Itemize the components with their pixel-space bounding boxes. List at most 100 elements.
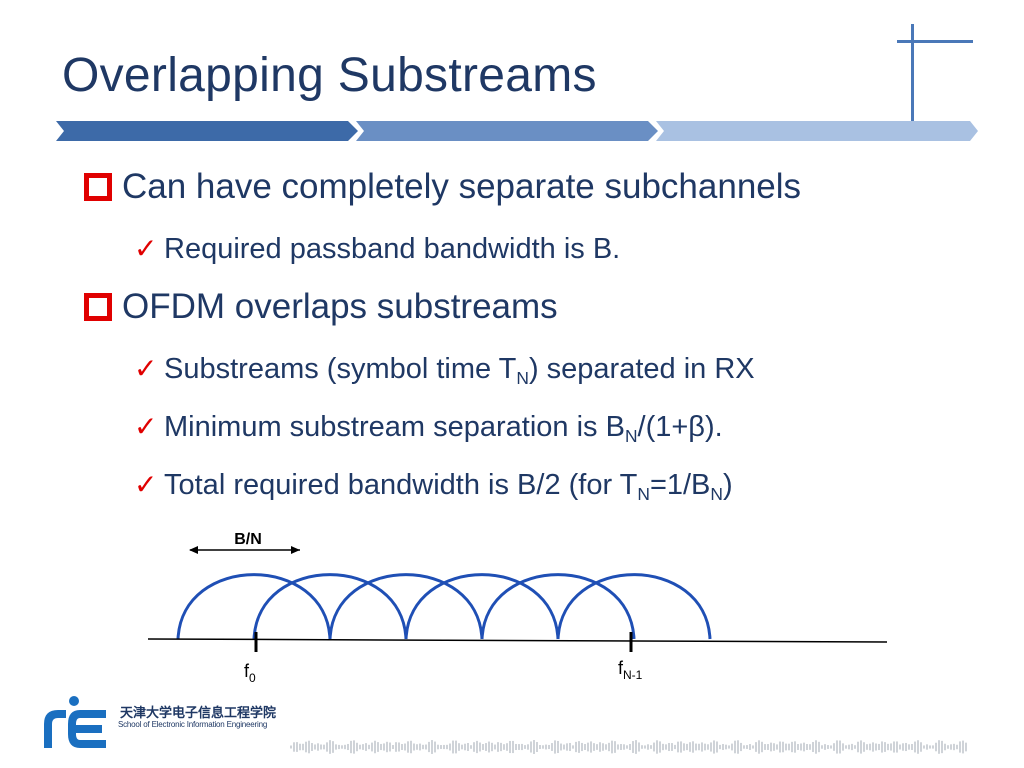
bullet-item-2: OFDM overlaps substreams <box>84 282 984 344</box>
wave-bar <box>290 745 292 749</box>
wave-bar <box>767 744 769 750</box>
wave-bar <box>854 745 856 749</box>
wave-bar <box>587 742 589 752</box>
wave-bar <box>554 740 556 754</box>
square-bullet-icon <box>84 293 112 321</box>
school-name-chinese: 天津大学电子信息工程学院 <box>120 706 277 721</box>
wave-bar <box>659 741 661 753</box>
wave-bar <box>947 745 949 749</box>
wave-bar <box>644 745 646 749</box>
wave-bar <box>881 741 883 753</box>
wave-bar <box>758 740 760 754</box>
wave-bar <box>656 740 658 754</box>
wave-bar <box>704 743 706 751</box>
wave-bar <box>356 742 358 752</box>
wave-bar <box>545 744 547 750</box>
wave-bar <box>461 744 463 750</box>
wave-bar <box>491 742 493 752</box>
wave-bar <box>959 741 961 753</box>
wave-bar <box>620 743 622 751</box>
wave-bar <box>950 744 952 750</box>
wave-bar <box>485 743 487 751</box>
wave-bar <box>800 743 802 751</box>
wave-bar <box>362 744 364 750</box>
wave-bar <box>530 741 532 753</box>
wave-bar <box>428 741 430 753</box>
wave-bar <box>845 745 847 749</box>
wave-bar <box>536 741 538 753</box>
wave-bar <box>470 745 472 749</box>
wave-bar <box>806 744 808 750</box>
wave-bar <box>863 742 865 752</box>
wave-bar <box>929 745 931 749</box>
wave-bar <box>746 745 748 749</box>
wave-bar <box>494 744 496 750</box>
wave-bar <box>857 741 859 753</box>
wave-bar <box>518 744 520 750</box>
wave-bar <box>602 743 604 751</box>
wave-bar <box>347 743 349 751</box>
wave-bar <box>635 740 637 754</box>
wave-bar <box>641 745 643 749</box>
wave-bar <box>944 743 946 751</box>
wave-bar <box>875 743 877 751</box>
wave-bar <box>785 743 787 751</box>
wave-bar <box>833 743 835 751</box>
wave-bar <box>674 744 676 750</box>
wave-bar <box>500 742 502 752</box>
decor-cross-vertical <box>911 24 914 128</box>
wave-bar <box>590 741 592 753</box>
wave-bar <box>578 741 580 753</box>
wave-bar <box>707 744 709 750</box>
wave-bar <box>911 744 913 750</box>
wave-bar <box>665 744 667 750</box>
wave-bar <box>821 745 823 749</box>
wave-bar <box>371 742 373 752</box>
wave-bar <box>443 744 445 750</box>
wave-bar <box>782 741 784 753</box>
subcarrier-arc <box>328 573 484 640</box>
wave-bar <box>476 740 478 754</box>
wave-bar <box>395 742 397 752</box>
wave-bar <box>719 744 721 750</box>
wave-bar <box>401 744 403 750</box>
wave-bar <box>557 740 559 754</box>
wave-bar <box>794 741 796 753</box>
chevron-segment-1 <box>56 121 358 141</box>
sub-bullet-text: Substreams (symbol time TN) separated in… <box>164 353 755 389</box>
wave-bar <box>464 743 466 751</box>
bullet-list: Can have completely separate subchannels… <box>84 162 984 518</box>
wave-bar <box>839 740 841 754</box>
wave-bar <box>365 743 367 751</box>
wave-bar <box>692 741 694 753</box>
wave-bar <box>449 743 451 751</box>
wave-bar <box>902 743 904 751</box>
wave-bar <box>407 741 409 753</box>
wave-bar <box>869 743 871 751</box>
wave-bar <box>341 745 343 749</box>
wave-bar <box>626 745 628 749</box>
wave-bar <box>503 744 505 750</box>
wave-bar <box>638 742 640 752</box>
wave-bar <box>632 741 634 753</box>
sub-bullet-text: Minimum substream separation is BN/(1+β)… <box>164 411 723 447</box>
wave-bar <box>749 744 751 750</box>
wave-bar <box>809 744 811 750</box>
wave-bar <box>572 745 574 749</box>
wave-bar <box>737 740 739 754</box>
wave-bar <box>899 744 901 750</box>
wave-bar <box>716 741 718 753</box>
wave-bar <box>650 745 652 749</box>
wave-bar <box>914 741 916 753</box>
wave-bar <box>410 740 412 754</box>
wave-bar <box>614 741 616 753</box>
wave-bar <box>926 744 928 750</box>
wave-bar <box>764 744 766 750</box>
wave-bar <box>818 741 820 753</box>
wave-bar <box>755 742 757 752</box>
decor-waveform <box>290 740 967 754</box>
wave-bar <box>860 740 862 754</box>
wave-bar <box>563 744 565 750</box>
wave-bar <box>539 744 541 750</box>
